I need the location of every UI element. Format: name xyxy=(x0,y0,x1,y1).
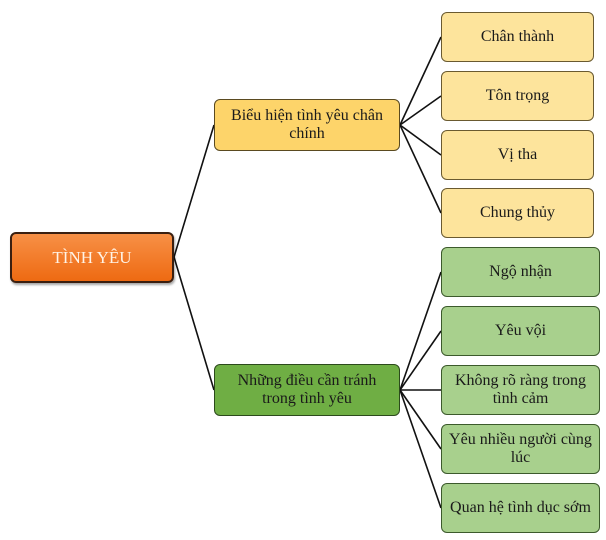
leaf-node-khong-ro-rang: Không rõ ràng trong tình cảm xyxy=(441,365,600,415)
leaf-node-quan-he-som: Quan hệ tình dục sớm xyxy=(441,483,600,533)
leaf-node-yeu-nhieu-nguoi: Yêu nhiều người cùng lúc xyxy=(441,424,600,474)
branch-node-bieu-hien: Biểu hiện tình yêu chân chính xyxy=(214,99,400,151)
branch-node-can-tranh: Những điều cần tránh trong tình yêu xyxy=(214,364,400,416)
leaf-node-vi-tha: Vị tha xyxy=(441,130,594,180)
leaf-node-chung-thuy: Chung thủy xyxy=(441,188,594,238)
leaf-node-ngo-nhan: Ngộ nhận xyxy=(441,247,600,297)
root-node-tinh-yeu: TÌNH YÊU xyxy=(10,232,174,283)
leaf-node-ton-trong: Tôn trọng xyxy=(441,71,594,121)
leaf-node-yeu-voi: Yêu vội xyxy=(441,306,600,356)
leaf-node-chan-thanh: Chân thành xyxy=(441,12,594,62)
